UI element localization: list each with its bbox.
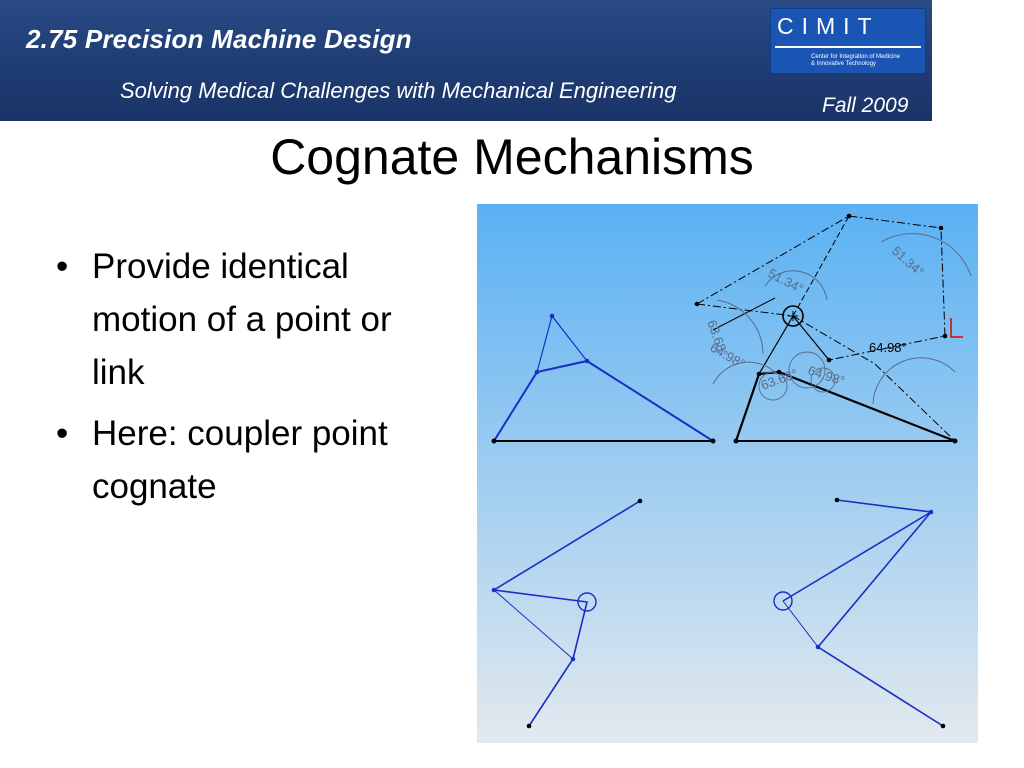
construction-line [712,297,776,331]
angle-arc [872,357,956,405]
joint-point [584,358,590,364]
coupler-point-marker [773,591,793,611]
cognate-mechanism-figure: 51.34° 51.34° 63.68° 63.68° 64.98° 64.98… [477,204,978,743]
angle-arc [880,233,972,277]
linkage-top-left [491,313,716,444]
course-subtitle: Solving Medical Challenges with Mechanic… [120,78,677,103]
bullet-text: Provide identical motion of a point or l… [92,247,392,392]
cimit-logo: CIMIT Center for Integration of Medicine… [770,8,926,74]
bullet-list: • Provide identical motion of a point or… [56,240,446,521]
angle-arc [764,270,828,301]
pivot-point [733,438,739,444]
pivot-point [834,497,840,503]
logo-subtitle-line1: Center for Integration of Medicine [811,54,901,60]
dimension-circle [758,371,788,401]
coupler-point [549,313,555,319]
cognate-link [782,511,932,602]
cognate-link [816,499,944,727]
course-title: 2.75 Precision Machine Design [26,24,412,54]
pivot-point [491,438,497,444]
angle-arc [716,299,764,355]
pivot-point [952,438,958,444]
joint-point [928,509,934,515]
joint-point [491,587,497,593]
bullet-dot-icon: • [56,414,69,453]
logo-wordmark: CIMIT [777,13,880,39]
slide-title: Cognate Mechanisms [270,129,754,185]
pivot-point [637,498,643,504]
pivot-point [526,723,532,729]
linkage-bottom-right [773,497,946,729]
coupler-point-marker [577,592,597,612]
header-banner: 2.75 Precision Machine Design Solving Me… [0,0,932,121]
joint-point [815,644,821,650]
logo-divider [775,46,921,48]
construction-point [942,333,948,339]
joint-point [776,369,782,375]
construction-lines [696,303,956,442]
pivot-point [710,438,716,444]
figure-background [477,204,978,743]
pivot-point [940,723,946,729]
joint-point [570,656,576,662]
axis-marker-icon [950,318,963,338]
dimension-circle [810,367,836,393]
joint-point [756,371,762,377]
angle-arc [712,361,778,385]
cognate-link [493,589,574,660]
bullet-item: • Provide identical motion of a point or… [56,240,446,399]
joint-point [826,357,832,363]
dimension-circle [788,351,826,389]
course-term: Fall 2009 [822,94,909,117]
bullet-dot-icon: • [56,247,69,286]
joint-point [534,369,540,375]
cognate-link [491,500,641,727]
bullet-item: • Here: coupler point cognate [56,407,446,513]
construction-line [792,215,850,317]
construction-point [694,301,700,307]
construction-point [846,213,852,219]
linkage-bottom-left [491,498,643,729]
angle-label: 64.98° [869,340,907,355]
coupler-link [493,359,714,442]
logo-subtitle: Center for Integration of Medicine & Inn… [811,54,923,68]
coupler-point-marker [782,305,804,327]
bullet-text: Here: coupler point cognate [92,414,388,506]
construction-point [938,225,944,231]
logo-subtitle-line2: & Innovative Technology [811,61,876,67]
